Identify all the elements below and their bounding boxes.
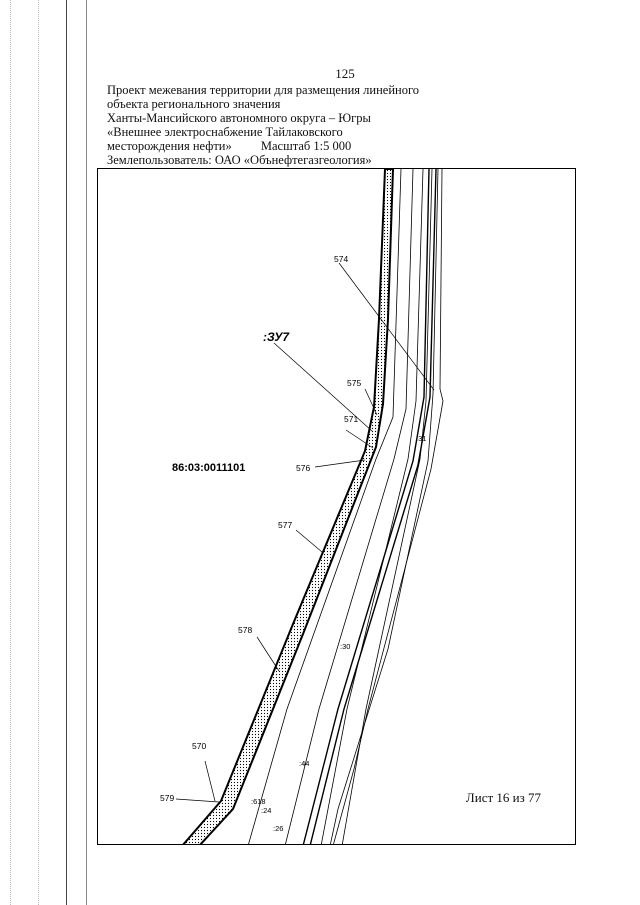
binding-margin-dots [10, 0, 11, 905]
point-label: 570 [192, 741, 206, 751]
binding-line [66, 0, 67, 905]
sheet-number: Лист 16 из 77 [465, 790, 541, 805]
segment-label: :31 [416, 434, 426, 443]
cadastral-block-label: 86:03:0011101 [172, 462, 245, 474]
corridor-line [330, 169, 439, 844]
segment-label: :618 [251, 797, 266, 806]
leader-line [273, 342, 373, 432]
corridor-line [333, 169, 444, 844]
segment-label: :30 [340, 642, 350, 651]
header-line: объекта регионального значения [107, 97, 281, 111]
point-label: 575 [347, 378, 361, 388]
corridor-line [341, 169, 433, 844]
segment-label: :44 [299, 759, 309, 768]
corridor-line [302, 169, 430, 844]
corridor-line [285, 169, 414, 844]
point-label: 571 [344, 414, 358, 424]
point-label: 579 [160, 793, 174, 803]
map-scale: Масштаб 1:5 000 [260, 139, 352, 153]
header-line: Ханты-Мансийского автономного округа – Ю… [107, 111, 371, 125]
corridor-line [320, 169, 424, 844]
leader-line [314, 459, 366, 468]
header-line: «Внешнее электроснабжение Тайлаковского [107, 125, 343, 139]
segment-label: :26 [273, 824, 283, 833]
header-line-text: месторождения нефти» [107, 139, 232, 153]
corridor-line [248, 169, 402, 844]
page-number: 125 [335, 66, 355, 81]
point-label: 577 [278, 520, 292, 530]
leader-line [175, 798, 220, 803]
segment-label: :24 [261, 806, 271, 815]
point-label: 574 [334, 254, 348, 264]
leader-line [204, 760, 216, 802]
corridor-line [309, 169, 437, 844]
parcel-zu7 [182, 169, 395, 844]
document-header: Проект межевания территории для размещен… [107, 83, 467, 167]
leader-line [256, 636, 280, 672]
header-line: месторождения нефти» Масштаб 1:5 000 [107, 139, 467, 153]
leader-line [338, 262, 435, 391]
binding-margin-dots [38, 0, 39, 905]
parcel-label: :ЗУ7 [263, 330, 290, 344]
point-label: 578 [238, 625, 252, 635]
boundary-map: 574 575 571 576 577 578 570 579 :31 :30 … [160, 169, 444, 844]
map-frame: 574 575 571 576 577 578 570 579 :31 :30 … [97, 168, 576, 845]
leader-line [345, 429, 374, 449]
land-user: Землепользователь: ОАО «Обънефтегазгеоло… [107, 153, 372, 167]
header-line: Проект межевания территории для размещен… [107, 83, 420, 97]
point-label: 576 [296, 463, 310, 473]
binding-line [86, 0, 87, 905]
leader-line [295, 529, 323, 553]
leader-line [364, 388, 378, 416]
